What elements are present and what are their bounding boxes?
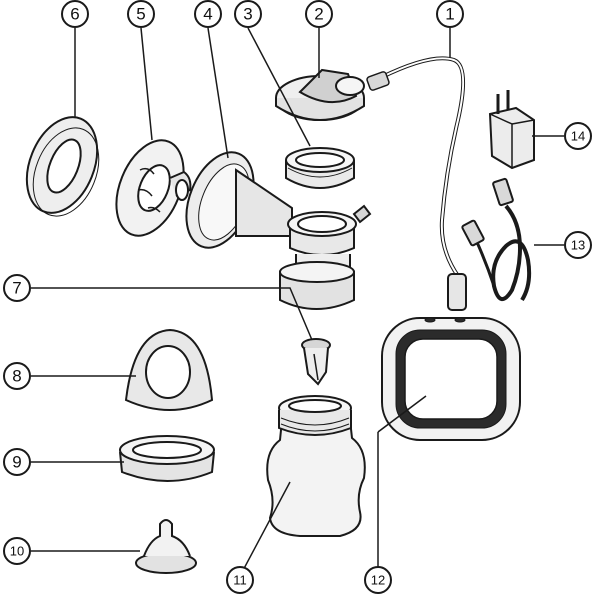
leader-lines — [31, 27, 564, 577]
callout-4: 4 — [194, 0, 222, 28]
part-9-sealing-ring — [119, 435, 215, 482]
part-10-feeding-nipple — [135, 519, 197, 574]
part-1-air-tubing — [366, 56, 467, 311]
callout-2: 2 — [305, 0, 333, 28]
callout-5-number: 5 — [136, 5, 145, 24]
part-14-power-adapter — [488, 90, 535, 170]
callout-12-number: 12 — [371, 573, 385, 588]
part-2-diaphragm-cap — [275, 68, 365, 121]
callout-9: 9 — [3, 448, 31, 476]
callout-13-number: 13 — [571, 238, 585, 253]
part-5-massage-insert — [115, 139, 192, 237]
part-4-breast-shield — [185, 151, 293, 249]
main-body-connector — [279, 204, 372, 310]
callout-13: 13 — [564, 231, 592, 259]
callout-7: 7 — [3, 274, 31, 302]
callout-5: 5 — [127, 0, 155, 28]
callout-10-number: 10 — [10, 544, 24, 559]
callout-14-number: 14 — [571, 129, 585, 144]
part-6-silicone-ring — [25, 116, 100, 217]
callout-12: 12 — [364, 566, 392, 594]
callout-14: 14 — [564, 122, 592, 150]
callout-2-number: 2 — [314, 5, 323, 24]
part-3-valve-ring — [285, 147, 355, 189]
callout-10: 10 — [3, 537, 31, 565]
callout-8: 8 — [3, 362, 31, 390]
callout-9-number: 9 — [12, 453, 21, 472]
callout-11-number: 11 — [233, 573, 247, 588]
callout-7-number: 7 — [12, 279, 21, 298]
callout-6: 6 — [61, 0, 89, 28]
callout-11: 11 — [226, 566, 254, 594]
part-11-milk-bottle — [266, 395, 366, 537]
part-8-dust-cover — [124, 328, 214, 411]
part-7-duckbill-valve — [301, 338, 331, 386]
callout-6-number: 6 — [70, 5, 79, 24]
callout-1: 1 — [436, 0, 464, 28]
callout-1-number: 1 — [445, 5, 454, 24]
callout-4-number: 4 — [203, 5, 212, 24]
callout-3-number: 3 — [243, 5, 252, 24]
callout-3: 3 — [234, 0, 262, 28]
part-12-pump-motor-unit — [381, 317, 521, 441]
part-13-usb-cable — [461, 177, 532, 302]
callout-8-number: 8 — [12, 367, 21, 386]
